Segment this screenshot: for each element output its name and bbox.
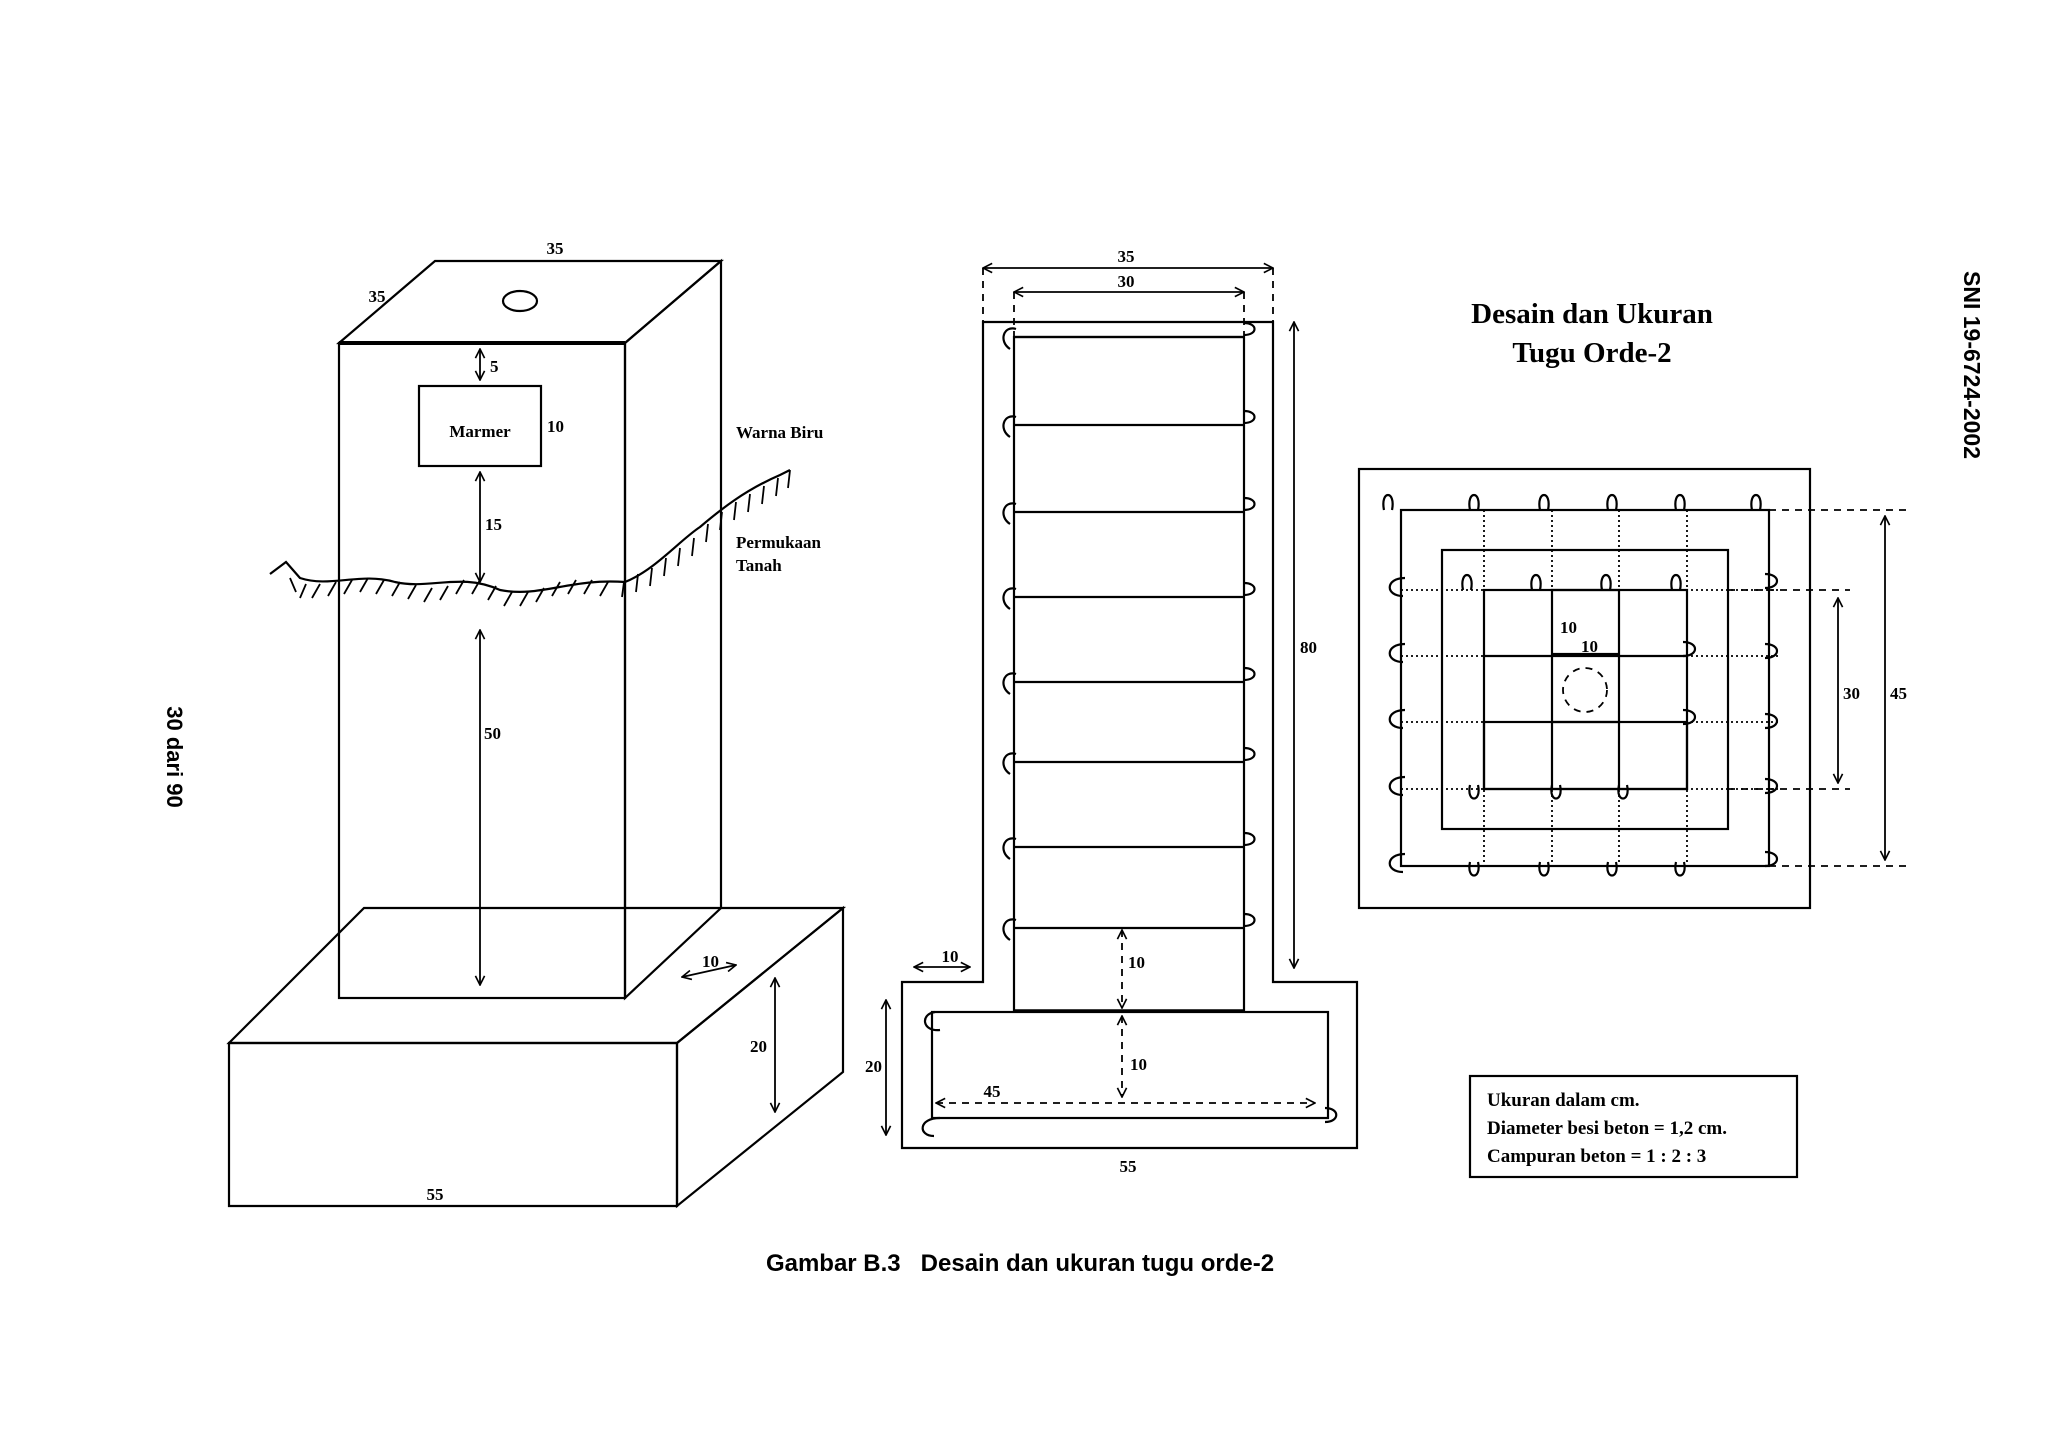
- page-number: 30 dari 90: [162, 706, 187, 808]
- base-cover-label: 10: [1130, 1055, 1147, 1074]
- stirrup: [1002, 496, 1256, 525]
- rebar-hook: [1538, 861, 1550, 877]
- base-offset-label: 10: [702, 952, 719, 971]
- paint-label: Warna Biru: [736, 423, 823, 442]
- marble-height-label: 10: [547, 417, 564, 436]
- standard-code: SNI 19-6724-2002: [1959, 271, 1985, 459]
- base-block: [226, 905, 847, 1209]
- stirrups: [1002, 321, 1256, 941]
- stirrup: [1002, 831, 1256, 860]
- outer-span-label: 45: [1890, 684, 1907, 703]
- ground-surface: [269, 469, 791, 607]
- benchmark-hole: [501, 289, 539, 313]
- stirrup: [1002, 746, 1256, 775]
- rebar-hook: [1468, 861, 1480, 877]
- top-gap-label: 5: [490, 357, 499, 376]
- note-rebar-diameter: Diameter besi beton = 1,2 cm.: [1487, 1118, 1727, 1139]
- iso-base-height-label: 20: [750, 1037, 767, 1056]
- buried-height-label: 50: [484, 724, 501, 743]
- rebar-hook: [1764, 850, 1779, 868]
- inner-cell-a-label: 10: [1560, 618, 1577, 637]
- isometric-view: 35 35 Marmer 10 5 15 50 10 20 55 Warna B…: [226, 239, 847, 1209]
- stirrup: [1002, 321, 1256, 350]
- rebar-hook: [1764, 572, 1779, 590]
- inner-width-label: 30: [1118, 272, 1135, 291]
- drawing-title-line-2: Tugu Orde-2: [1512, 337, 1671, 369]
- rebar-hook: [1606, 493, 1618, 511]
- column-height-label: 80: [1300, 638, 1317, 657]
- stirrup: [1002, 581, 1256, 610]
- marble-plate: [417, 384, 543, 468]
- iso-top-depth-label: 35: [369, 287, 386, 306]
- rebar-hook: [1388, 576, 1406, 598]
- rebar-hook: [1530, 573, 1542, 591]
- rebar-hook: [1674, 493, 1686, 511]
- stirrup: [1002, 666, 1256, 695]
- rebar-hook: [1388, 642, 1406, 664]
- section-base-height-label: 20: [865, 1057, 882, 1076]
- stirrup: [1002, 912, 1256, 941]
- section-view: 35 30 80 10 10 10 20 45 55: [865, 247, 1359, 1176]
- plan-view: 10 10 30 45: [1357, 467, 1908, 910]
- rebar-hook: [1764, 712, 1779, 730]
- rebar-hook: [1468, 493, 1480, 511]
- note-units: Ukuran dalam cm.: [1487, 1090, 1640, 1111]
- figure-caption: Gambar B.3 Desain dan ukuran tugu orde-2: [766, 1250, 1274, 1277]
- ground-label-2: Tanah: [736, 556, 782, 575]
- reinforcement-grid: [1401, 510, 1780, 866]
- rebar-hook: [1468, 784, 1480, 800]
- rebar-hook: [1382, 493, 1394, 511]
- rebar-hook: [1764, 777, 1779, 795]
- rebar-hook: [1682, 708, 1697, 726]
- outer-width-label: 35: [1118, 247, 1135, 266]
- rebar-hook: [1606, 861, 1618, 877]
- stirrup: [1002, 409, 1256, 438]
- gap-to-ground-label: 15: [485, 515, 502, 534]
- rebar-hook: [1750, 493, 1762, 511]
- marble-plate-label: Marmer: [449, 422, 511, 441]
- note-concrete-mix: Campuran beton = 1 : 2 : 3: [1487, 1146, 1706, 1167]
- step-width-label: 10: [942, 947, 959, 966]
- pillar: [336, 258, 724, 1001]
- rebar-hook: [1461, 573, 1473, 591]
- rebar-hook: [1682, 640, 1697, 658]
- rebar-length-label: 45: [984, 1082, 1001, 1101]
- rebar-hook: [1764, 642, 1779, 660]
- rebar-hook: [1538, 493, 1550, 511]
- rebar-hook: [1550, 784, 1562, 800]
- drawing-title-line-1: Desain dan Ukuran: [1471, 298, 1713, 330]
- inner-span-label: 30: [1843, 684, 1860, 703]
- iso-top-width-label: 35: [547, 239, 564, 258]
- rebar-hook: [1674, 861, 1686, 877]
- rebar-hook: [1388, 852, 1406, 874]
- notes-box: Ukuran dalam cm. Diameter besi beton = 1…: [1468, 1074, 1799, 1179]
- rebar-hook: [1670, 573, 1682, 591]
- rebar-hook: [1388, 775, 1406, 797]
- section-base-width-label: 55: [1120, 1157, 1137, 1176]
- rebar-hook: [1617, 784, 1629, 800]
- rebar-hook: [1600, 573, 1612, 591]
- rebar-hook: [1388, 708, 1406, 730]
- ground-label-1: Permukaan: [736, 533, 822, 552]
- column-cover-label: 10: [1128, 953, 1145, 972]
- inner-cell-b-label: 10: [1581, 637, 1598, 656]
- rebar-hooks: [1382, 493, 1779, 877]
- iso-base-width-label: 55: [427, 1185, 444, 1204]
